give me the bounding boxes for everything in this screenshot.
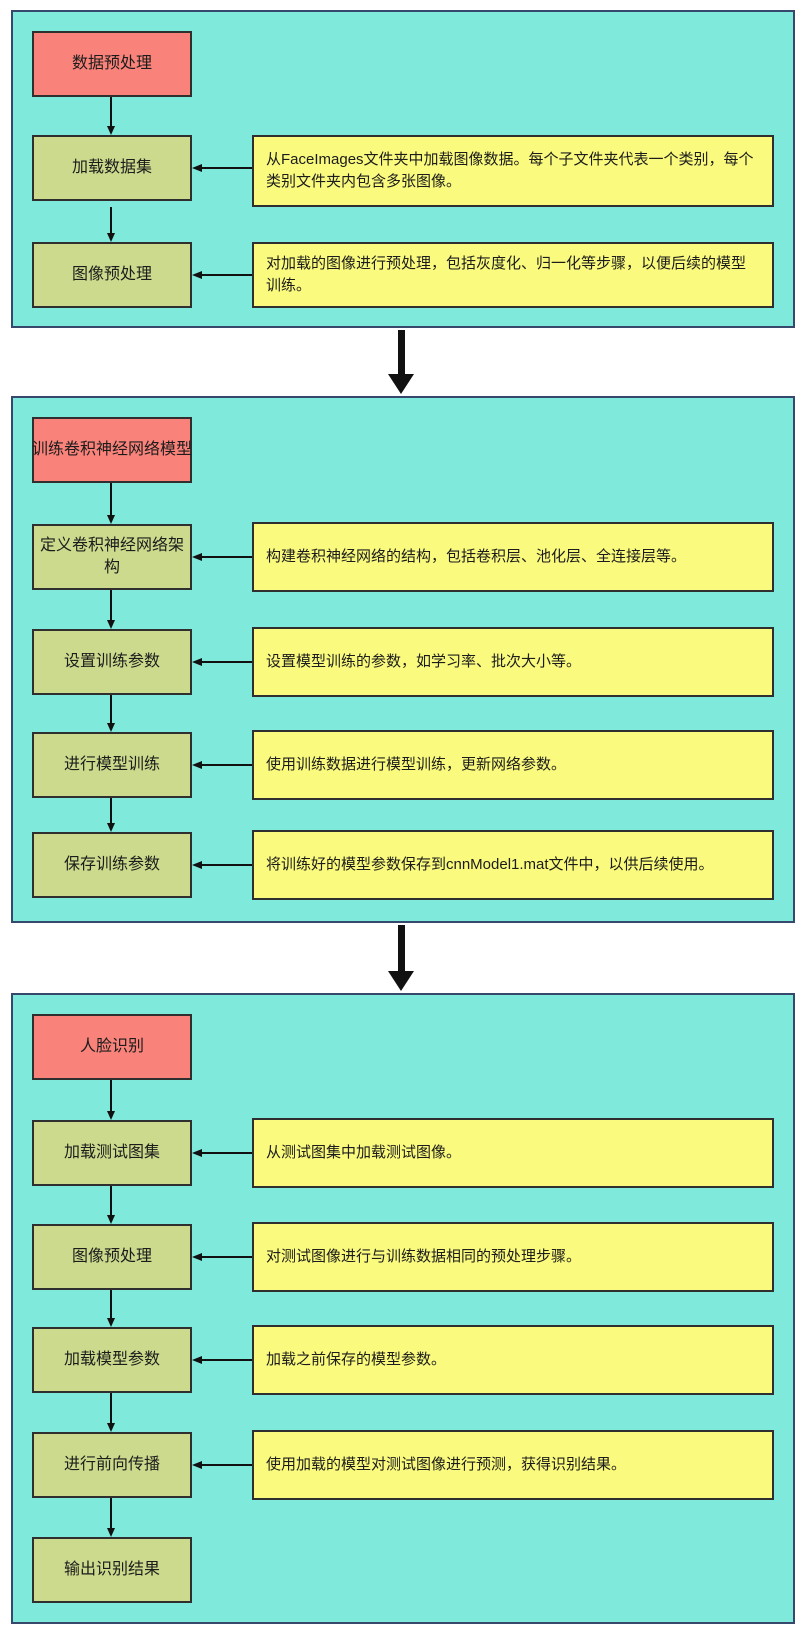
section-title-box: 训练卷积神经网络模型 xyxy=(32,417,192,483)
step-box: 加载数据集 xyxy=(32,135,192,201)
left-arrow-icon xyxy=(192,164,252,173)
note-box: 设置模型训练的参数，如学习率、批次大小等。 xyxy=(252,627,774,697)
note-text: 使用加载的模型对测试图像进行预测，获得识别结果。 xyxy=(266,1455,627,1473)
step-box: 进行前向传播 xyxy=(32,1432,192,1498)
step-label: 图像预处理 xyxy=(71,266,152,284)
note-text: 构建卷积神经网络的结构，包括卷积层、池化层、全连接层等。 xyxy=(266,547,687,565)
left-arrow-icon xyxy=(192,658,252,667)
note-box: 对加载的图像进行预处理，包括灰度化、归一化等步骤，以便后续的模型训练。 xyxy=(252,242,774,308)
down-arrow-icon xyxy=(107,798,116,832)
step-label: 加载数据集 xyxy=(71,159,152,177)
step-label: 图像预处理 xyxy=(71,1248,152,1266)
note-text: 设置模型训练的参数，如学习率、批次大小等。 xyxy=(266,652,582,670)
step-box: 进行模型训练 xyxy=(32,732,192,798)
section-face-recognition: 人脸识别 加载测试图集 从测试图集中加载测试图像。 图像预处理 对测试图像进行与… xyxy=(11,993,795,1624)
note-text: 对加载的图像进行预处理，包括灰度化、归一化等步骤，以便后续的模型训练。 xyxy=(266,254,747,295)
down-arrow-icon xyxy=(107,483,116,524)
step-box: 图像预处理 xyxy=(32,242,192,308)
note-box: 从FaceImages文件夹中加载图像数据。每个子文件夹代表一个类别，每个类别文… xyxy=(252,135,774,207)
note-box: 将训练好的模型参数保存到cnnModel1.mat文件中，以供后续使用。 xyxy=(252,830,774,900)
section-title: 训练卷积神经网络模型 xyxy=(32,441,193,459)
section-train-cnn-model: 训练卷积神经网络模型 定义卷积神经网络架构 构建卷积神经网络的结构，包括卷积层、… xyxy=(11,396,795,923)
note-text: 使用训练数据进行模型训练，更新网络参数。 xyxy=(266,755,567,773)
note-box: 使用加载的模型对测试图像进行预测，获得识别结果。 xyxy=(252,1430,774,1500)
step-label: 加载测试图集 xyxy=(63,1144,160,1162)
section-data-preprocessing: 数据预处理 加载数据集 从FaceImages文件夹中加载图像数据。每个子文件夹… xyxy=(11,10,795,328)
step-label: 输出识别结果 xyxy=(63,1561,160,1579)
note-box: 加载之前保存的模型参数。 xyxy=(252,1325,774,1395)
step-box: 定义卷积神经网络架构 xyxy=(32,524,192,590)
section-connector-arrow-icon xyxy=(388,925,415,991)
section-connector-arrow-icon xyxy=(388,330,415,394)
step-label: 定义卷积神经网络架构 xyxy=(39,537,184,576)
down-arrow-icon xyxy=(107,695,116,732)
step-box: 加载测试图集 xyxy=(32,1120,192,1186)
note-text: 对测试图像进行与训练数据相同的预处理步骤。 xyxy=(266,1247,582,1265)
section-title: 人脸识别 xyxy=(79,1038,144,1056)
step-box: 图像预处理 xyxy=(32,1224,192,1290)
note-text: 从测试图集中加载测试图像。 xyxy=(266,1143,462,1161)
note-text: 将训练好的模型参数保存到cnnModel1.mat文件中，以供后续使用。 xyxy=(266,855,714,873)
step-label: 设置训练参数 xyxy=(63,653,160,671)
step-label: 保存训练参数 xyxy=(63,856,160,874)
left-arrow-icon xyxy=(192,1253,252,1262)
step-box: 设置训练参数 xyxy=(32,629,192,695)
down-arrow-icon xyxy=(107,1498,116,1537)
note-box: 构建卷积神经网络的结构，包括卷积层、池化层、全连接层等。 xyxy=(252,522,774,592)
note-box: 从测试图集中加载测试图像。 xyxy=(252,1118,774,1188)
down-arrow-icon xyxy=(107,97,116,135)
left-arrow-icon xyxy=(192,271,252,280)
step-label: 加载模型参数 xyxy=(63,1351,160,1369)
left-arrow-icon xyxy=(192,1356,252,1365)
down-arrow-icon xyxy=(107,590,116,629)
step-label: 进行模型训练 xyxy=(63,756,160,774)
left-arrow-icon xyxy=(192,861,252,870)
left-arrow-icon xyxy=(192,1461,252,1470)
note-text: 加载之前保存的模型参数。 xyxy=(266,1350,447,1368)
note-box: 使用训练数据进行模型训练，更新网络参数。 xyxy=(252,730,774,800)
section-title-box: 数据预处理 xyxy=(32,31,192,97)
note-box: 对测试图像进行与训练数据相同的预处理步骤。 xyxy=(252,1222,774,1292)
left-arrow-icon xyxy=(192,761,252,770)
down-arrow-icon xyxy=(107,207,116,242)
section-title-box: 人脸识别 xyxy=(32,1014,192,1080)
left-arrow-icon xyxy=(192,553,252,562)
down-arrow-icon xyxy=(107,1290,116,1327)
step-box: 加载模型参数 xyxy=(32,1327,192,1393)
step-box: 保存训练参数 xyxy=(32,832,192,898)
note-text: 从FaceImages文件夹中加载图像数据。每个子文件夹代表一个类别，每个类别文… xyxy=(266,150,754,191)
section-title: 数据预处理 xyxy=(71,55,152,73)
down-arrow-icon xyxy=(107,1080,116,1120)
down-arrow-icon xyxy=(107,1393,116,1432)
step-box: 输出识别结果 xyxy=(32,1537,192,1603)
left-arrow-icon xyxy=(192,1149,252,1158)
down-arrow-icon xyxy=(107,1186,116,1224)
step-label: 进行前向传播 xyxy=(63,1456,160,1474)
